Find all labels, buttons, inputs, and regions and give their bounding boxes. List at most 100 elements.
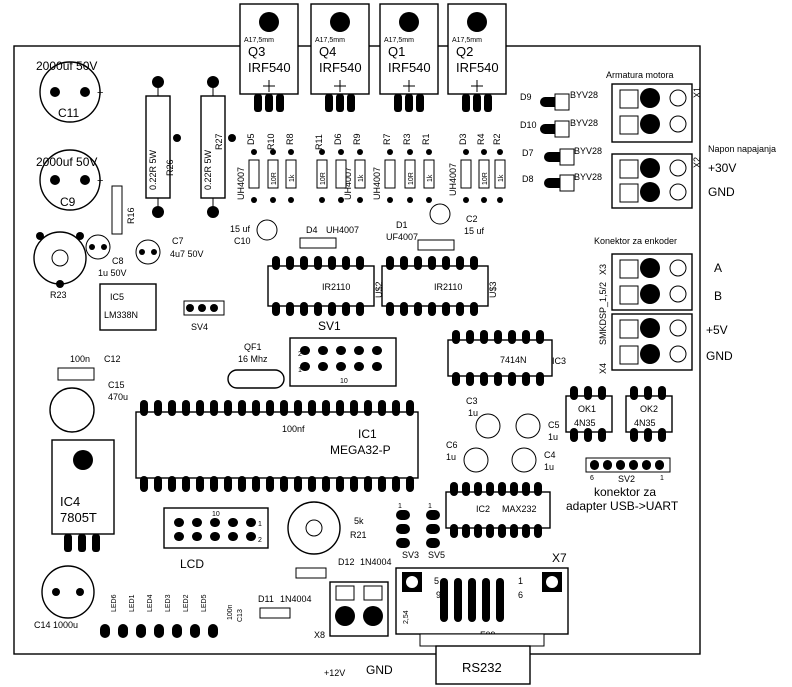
- pad: [522, 330, 530, 344]
- pad: [442, 256, 450, 270]
- svg-text:D1: D1: [396, 220, 408, 230]
- pad: [336, 362, 346, 371]
- pad: [496, 578, 504, 622]
- pad: [318, 346, 328, 355]
- svg-text:BYV28: BYV28: [570, 118, 598, 128]
- svg-text:R10: R10: [266, 133, 276, 150]
- svg-text:IC2: IC2: [476, 504, 490, 514]
- pad: [510, 482, 518, 496]
- pad: [498, 524, 506, 538]
- mosfet-q4: A17,5mm Q4 IRF540: [310, 3, 370, 112]
- svg-text:D9: D9: [520, 92, 532, 102]
- svg-text:6: 6: [518, 590, 523, 600]
- svg-text:D8: D8: [522, 174, 534, 184]
- pad: [314, 302, 322, 316]
- svg-text:BYV28: BYV28: [574, 172, 602, 182]
- pad: [280, 400, 288, 416]
- pad: [294, 476, 302, 492]
- pad: [272, 256, 280, 270]
- capacitor-c12-c15: 100n C12 C15 470u: [49, 354, 128, 433]
- pad: [286, 302, 294, 316]
- header-sv1: SV1 2 1 10: [289, 319, 397, 387]
- svg-text:100nf: 100nf: [282, 424, 305, 434]
- pad: [308, 400, 316, 416]
- svg-text:R21: R21: [350, 530, 367, 540]
- svg-text:LED1: LED1: [129, 594, 136, 612]
- svg-text:Q4: Q4: [319, 44, 336, 59]
- svg-text:MAX232: MAX232: [502, 504, 537, 514]
- svg-text:15 uf: 15 uf: [464, 226, 485, 236]
- svg-text:LM338N: LM338N: [104, 310, 138, 320]
- pad: [470, 256, 478, 270]
- svg-text:R9: R9: [352, 133, 362, 145]
- mosfet-q1: A17,5mm Q1 IRF540: [379, 3, 439, 112]
- svg-text:U$2: U$2: [374, 281, 384, 298]
- pad: [452, 372, 460, 386]
- pad: [392, 476, 400, 492]
- svg-text:OK2: OK2: [640, 404, 658, 414]
- pad: [300, 302, 308, 316]
- svg-text:R3: R3: [402, 133, 412, 145]
- pad: [210, 532, 220, 541]
- svg-text:GND: GND: [366, 663, 393, 677]
- pad: [322, 476, 330, 492]
- pad: [272, 302, 280, 316]
- svg-text:konektor za: konektor za: [594, 485, 656, 499]
- regulator-ic4: IC4 7805T: [51, 439, 115, 552]
- capacitor-c11: + 2000uf 50V C11: [36, 59, 103, 123]
- svg-text:D6: D6: [333, 133, 343, 145]
- mosfet-q2: A17,5mm Q2 IRF540: [447, 3, 507, 112]
- svg-text:+: +: [97, 175, 103, 187]
- svg-text:1N4004: 1N4004: [280, 594, 312, 604]
- svg-text:X2: X2: [692, 157, 702, 168]
- svg-text:1N4004: 1N4004: [360, 557, 392, 567]
- svg-text:R11: R11: [314, 134, 324, 150]
- pad: [266, 400, 274, 416]
- pad: [354, 346, 364, 355]
- ic-ir2110-b: IR2110 U$3: [381, 265, 498, 307]
- pad: [400, 302, 408, 316]
- svg-text:C5: C5: [548, 420, 560, 430]
- svg-text:X1: X1: [692, 87, 702, 98]
- svg-text:BYV28: BYV28: [574, 146, 602, 156]
- pad: [392, 400, 400, 416]
- pad: [246, 532, 256, 541]
- ic-7414: 7414N IC3: [447, 339, 566, 377]
- pad: [196, 476, 204, 492]
- svg-text:2: 2: [258, 537, 262, 544]
- pad: [386, 302, 394, 316]
- pad: [630, 386, 638, 400]
- pad: [396, 538, 410, 548]
- svg-text:R2: R2: [492, 133, 502, 145]
- svg-text:C9: C9: [60, 195, 76, 209]
- svg-text:R16: R16: [126, 207, 136, 224]
- pad: [378, 476, 386, 492]
- svg-text:1: 1: [660, 475, 664, 482]
- pad: [300, 256, 308, 270]
- svg-text:R4: R4: [476, 133, 486, 145]
- svg-text:1u: 1u: [544, 462, 554, 472]
- pad: [536, 372, 544, 386]
- svg-text:adapter USB->UART: adapter USB->UART: [566, 499, 679, 513]
- svg-text:1k: 1k: [358, 174, 365, 182]
- svg-text:SV3: SV3: [402, 550, 419, 560]
- pad: [428, 302, 436, 316]
- svg-text:C10: C10: [234, 236, 251, 246]
- pad: [208, 624, 218, 638]
- svg-text:Armatura motora: Armatura motora: [606, 70, 674, 80]
- pad: [474, 482, 482, 496]
- svg-text:LCD: LCD: [180, 557, 204, 571]
- pad: [328, 256, 336, 270]
- pad: [238, 476, 246, 492]
- pad: [655, 460, 664, 470]
- ic-mega32: IC1 MEGA32-P 100nf: [135, 411, 419, 479]
- diodes-d11-d12: D12 1N4004 D11 1N4004: [258, 557, 392, 619]
- pad: [300, 346, 310, 355]
- pad: [140, 476, 148, 492]
- driver-column-parts: D5 R10 R8 UH4007 10R 1k R11 D6 R9 UH4007…: [236, 133, 506, 203]
- pad: [603, 460, 612, 470]
- svg-text:1k: 1k: [498, 174, 505, 182]
- pad: [406, 400, 414, 416]
- pad: [480, 372, 488, 386]
- resistor-r26: 0.22R 5W R26: [145, 76, 181, 218]
